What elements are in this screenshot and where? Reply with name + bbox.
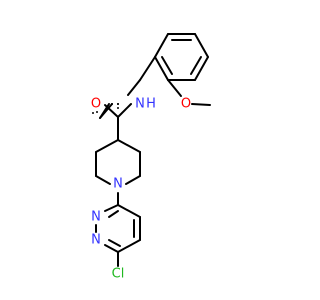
bond — [167, 79, 182, 97]
bond — [108, 239, 121, 247]
bond — [117, 204, 141, 218]
structure-canvas: O N H O N N N Cl — [91, 33, 211, 282]
bond — [104, 244, 119, 253]
atom-label-chlorine: Cl — [112, 267, 125, 282]
molecule-structure: O N H O N N N Cl — [91, 33, 211, 282]
bond — [154, 33, 169, 58]
benzene-ring — [154, 33, 209, 81]
bond — [95, 139, 119, 153]
pyridazine-ring — [95, 204, 141, 253]
bond — [104, 204, 119, 212]
bond — [194, 33, 209, 58]
bond — [125, 175, 141, 185]
bond — [127, 79, 141, 96]
bond — [154, 56, 169, 81]
bond — [108, 210, 119, 218]
atom-label-nitrogen-pyridazine-2: N — [91, 233, 101, 248]
bond — [139, 56, 156, 81]
piperidine-ring — [95, 139, 141, 185]
bond — [191, 103, 211, 106]
bond — [117, 239, 141, 253]
atom-label-nitrogen-amide: N — [135, 97, 145, 112]
bond — [117, 103, 132, 118]
atom-label-nitrogen-piperidine: N — [113, 177, 123, 192]
atom-label-hydrogen-amide: H — [146, 97, 156, 112]
bond — [161, 56, 173, 75]
atom-label-oxygen-methoxy: O — [181, 97, 191, 112]
bond — [190, 56, 202, 75]
bond — [194, 56, 209, 81]
atom-label-nitrogen-pyridazine-1: N — [91, 210, 101, 225]
atom-label-oxygen-carbonyl: O — [91, 97, 101, 112]
bond — [117, 139, 141, 153]
bond — [104, 104, 119, 118]
bond — [95, 175, 111, 185]
